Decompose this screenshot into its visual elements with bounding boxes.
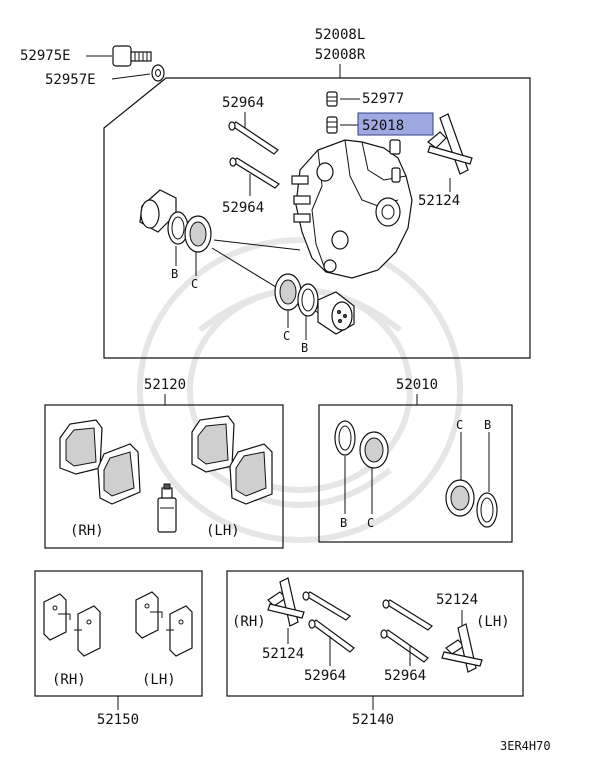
- pin-lh-lower-part: [380, 629, 429, 663]
- pin-kit-part-number[interactable]: 52140: [352, 712, 394, 728]
- brake-pad-lh-front: [191, 415, 235, 473]
- pad-set-frame: [44, 404, 284, 549]
- shim-kit-part-number[interactable]: 52150: [97, 712, 139, 728]
- dust-boot-part: [476, 492, 498, 528]
- shim-kit: (RH) (LH) 52150: [34, 570, 203, 728]
- shim-rh-a: [43, 593, 71, 641]
- pin-kit-clip-rh-part-number[interactable]: 52124: [262, 646, 304, 662]
- seal-label: B: [340, 516, 347, 530]
- pin-kit-pin-rh-part-number[interactable]: 52964: [304, 668, 346, 684]
- seal-label: B: [484, 418, 491, 432]
- washer-part-number[interactable]: 52957E: [45, 72, 96, 88]
- piston-right-part: [317, 291, 355, 335]
- axis-line: [213, 239, 301, 251]
- spring-clip-part-number[interactable]: 52124: [418, 193, 460, 209]
- pin-upper-part-number[interactable]: 52964: [222, 95, 264, 111]
- pad-set-rh-label: (RH): [70, 523, 104, 539]
- leader-line: [111, 73, 151, 80]
- dust-boot-part: [334, 420, 356, 456]
- caliper-part-number-right[interactable]: 52008R: [315, 47, 366, 63]
- seal-label: B: [171, 267, 178, 281]
- pad-set-part-number[interactable]: 52120: [144, 377, 186, 393]
- pin-kit-rh-label: (RH): [232, 614, 266, 630]
- bleeder-screw-part: [326, 91, 338, 107]
- seal-kit: 52010 B C C B: [318, 377, 513, 543]
- pin-kit-frame: [226, 570, 524, 697]
- spring-clip-rh-part: [267, 577, 305, 627]
- bolt-part: [112, 45, 152, 67]
- shim-kit-rh-label: (RH): [52, 672, 86, 688]
- caliper-assembly-frame: [103, 77, 531, 359]
- spring-clip-lh-part: [441, 623, 483, 673]
- bleeder-cap-highlight[interactable]: [357, 112, 434, 136]
- pin-kit: (RH) 52124 52964 52964 52124: [226, 570, 524, 728]
- seal-kit-frame: [318, 404, 513, 543]
- bleeder-cap-part-number[interactable]: 52018: [362, 118, 404, 134]
- brake-pad-rh-rear: [97, 443, 141, 505]
- washer-part: [151, 64, 165, 82]
- pin-kit-lh-label: (LH): [476, 614, 510, 630]
- pin-lower-part: [229, 157, 280, 189]
- pin-lower-part-number[interactable]: 52964: [222, 200, 264, 216]
- pin-kit-clip-lh-part-number[interactable]: 52124: [436, 592, 478, 608]
- seal-label: C: [191, 277, 198, 291]
- seal-kit-part-number[interactable]: 52010: [396, 377, 438, 393]
- caliper-assembly: 52008L 52008R 52975E 52957E 52977 52018: [20, 27, 531, 359]
- seal-label: C: [456, 418, 463, 432]
- pin-lh-upper-part: [382, 599, 433, 631]
- caliper-body-part: [291, 139, 413, 279]
- pin-upper-part: [228, 121, 279, 155]
- seal-label: B: [301, 341, 308, 355]
- pad-set-lh-label: (LH): [206, 523, 240, 539]
- shim-kit-lh-label: (LH): [142, 672, 176, 688]
- shim-lh-b: [166, 605, 193, 657]
- brake-pad-lh-rear: [229, 443, 273, 505]
- grease-tube: [157, 483, 177, 533]
- spring-clip-part: [427, 113, 473, 175]
- seal-label: C: [283, 329, 290, 343]
- pin-kit-pin-lh-part-number[interactable]: 52964: [384, 668, 426, 684]
- caliper-part-number-left[interactable]: 52008L: [315, 27, 366, 43]
- diagram-code: 3ER4H70: [500, 739, 551, 753]
- shim-rh-b: [74, 605, 101, 657]
- shim-lh-a: [135, 591, 163, 639]
- piston-left-part: [139, 189, 177, 233]
- pin-rh-upper-part: [302, 591, 351, 621]
- pad-set: 52120 (RH) (LH): [44, 377, 284, 549]
- pin-rh-lower-part: [308, 619, 355, 653]
- seal-label: C: [367, 516, 374, 530]
- bleeder-screw-part-number[interactable]: 52977: [362, 91, 404, 107]
- bolt-part-number[interactable]: 52975E: [20, 48, 71, 64]
- brake-pad-rh-front: [59, 419, 103, 475]
- bleeder-cap-part: [326, 116, 338, 134]
